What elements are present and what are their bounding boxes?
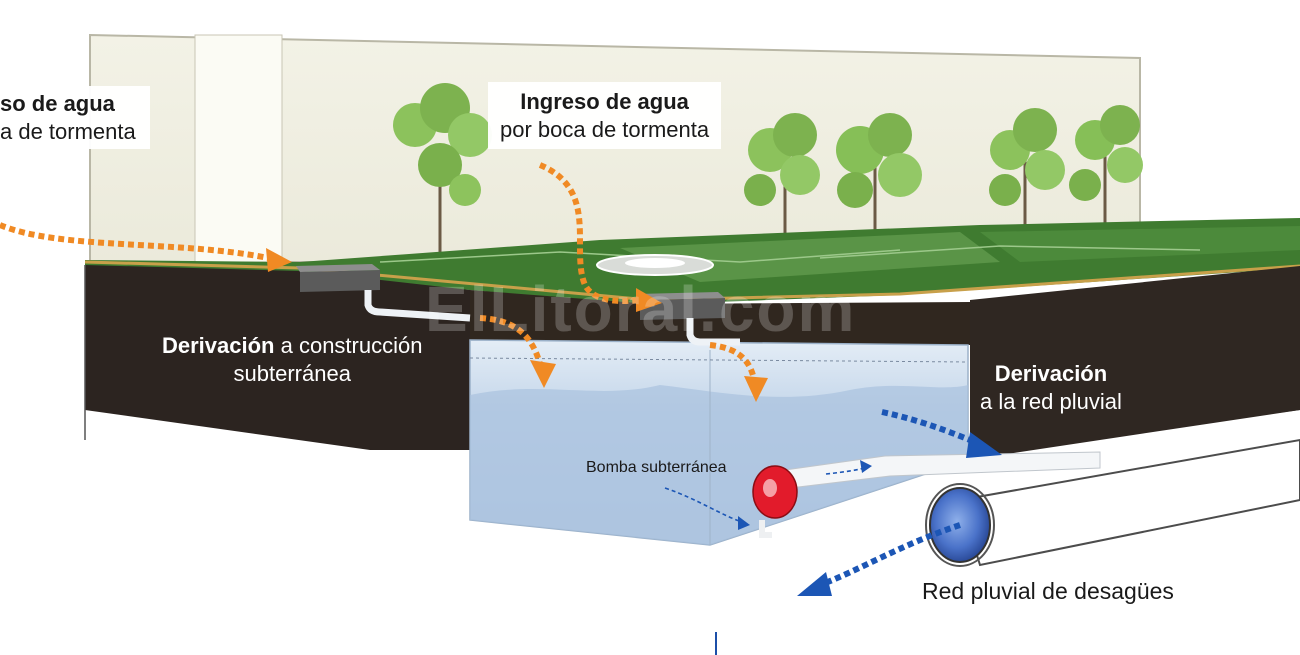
label-ingreso-left: so de agua a de tormenta bbox=[0, 86, 150, 149]
label-red-pluvial: Red pluvial de desagües bbox=[922, 578, 1174, 604]
outflow-arrow-sewer bbox=[818, 522, 961, 588]
tree bbox=[1069, 105, 1143, 235]
label-ingreso-center-bold: Ingreso de agua bbox=[520, 89, 689, 114]
outflow-arrowheads bbox=[797, 432, 1002, 596]
trees bbox=[393, 83, 1143, 255]
tree bbox=[836, 113, 922, 240]
tree bbox=[989, 108, 1065, 235]
label-ingreso-left-normal: a de tormenta bbox=[0, 118, 136, 144]
pump-flow-arrowheads bbox=[738, 460, 872, 530]
storm-drain-center bbox=[636, 292, 740, 346]
label-derivacion-right-line2: a la red pluvial bbox=[980, 388, 1122, 414]
label-derivacion-left-bold: Derivación bbox=[162, 333, 275, 358]
label-ingreso-center: Ingreso de agua por boca de tormenta bbox=[488, 82, 722, 149]
outflow-arrows bbox=[818, 409, 977, 588]
storm-drain-left bbox=[296, 264, 471, 322]
label-ingreso-center-normal: por boca de tormenta bbox=[500, 116, 710, 142]
inflow-arrow-center bbox=[538, 162, 641, 304]
outflow-arrow-surface bbox=[881, 409, 977, 445]
watermark: ElLitoral.com bbox=[425, 273, 857, 345]
underground-tank bbox=[469, 339, 969, 546]
pump-flow-arrows bbox=[664, 466, 869, 524]
label-derivacion-left-line2: subterránea bbox=[233, 360, 351, 386]
label-derivacion-left: Derivación a construcción subterránea bbox=[162, 332, 422, 387]
label-derivacion-left-rest: a construcción bbox=[274, 333, 423, 358]
ground-surface bbox=[84, 218, 1300, 305]
label-derivacion-right-bold: Derivación bbox=[994, 361, 1108, 386]
pump-assembly bbox=[752, 451, 1101, 538]
tree bbox=[393, 83, 492, 255]
label-ingreso-left-bold: so de agua bbox=[0, 91, 115, 116]
inflow-arrow-left bbox=[0, 222, 269, 261]
inflow-arrowheads bbox=[266, 248, 768, 402]
label-bomba: Bomba subterránea bbox=[586, 459, 727, 476]
tree bbox=[744, 113, 820, 245]
label-derivacion-right: Derivación a la red pluvial bbox=[980, 360, 1122, 415]
